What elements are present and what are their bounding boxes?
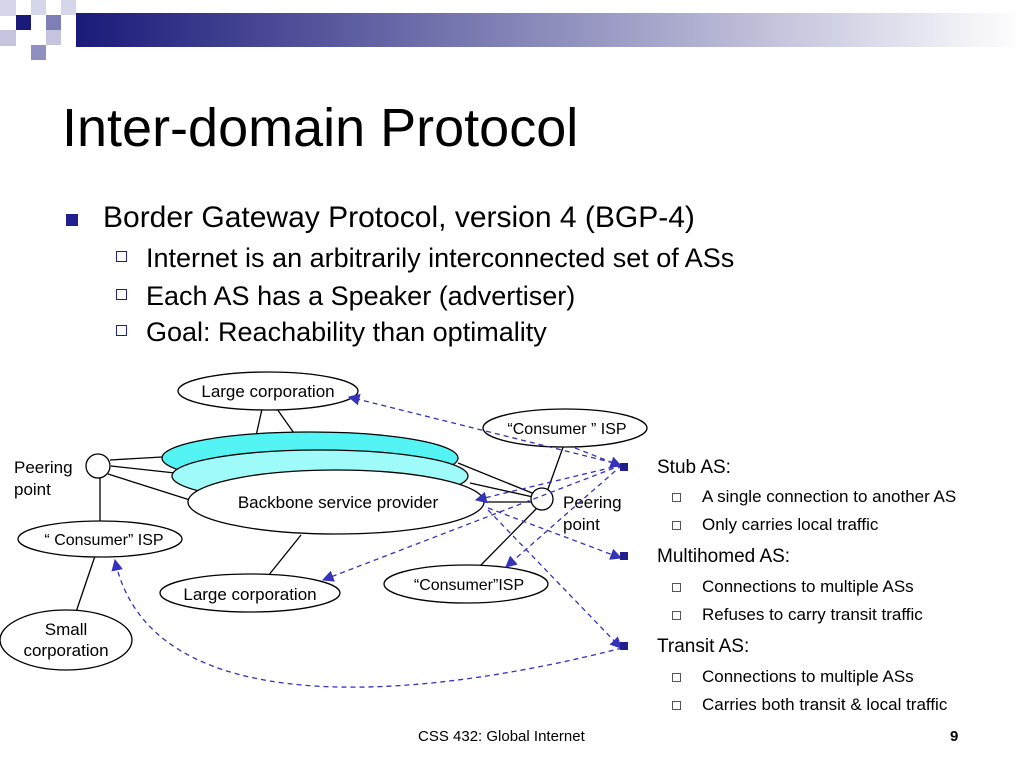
multihomed-arrow-backbone <box>474 464 623 504</box>
as-type-name: Transit AS: <box>657 636 750 657</box>
small-corporation-label: corporation <box>23 641 108 660</box>
backbone-service-provider <box>187 469 485 535</box>
consumer-isp-bottom-label: “Consumer”ISP <box>414 577 524 594</box>
transit-arrow-peering <box>487 509 622 649</box>
link-line <box>479 507 538 567</box>
sub-bullet-text: Goal: Reachability than optimality <box>146 317 547 347</box>
hollow-square-icon <box>116 251 127 262</box>
peering-point-left-label: point <box>14 480 51 499</box>
as-type-point-text: Connections to multiple ASs <box>702 667 914 686</box>
backbone-label: Backbone service provider <box>238 493 439 512</box>
peering-point-right-label: point <box>563 515 600 534</box>
hollow-square-icon <box>672 493 681 502</box>
backbone-layer-middle <box>171 449 469 503</box>
as-type-point-text: Carries both transit & local traffic <box>702 695 948 714</box>
link-line <box>547 438 567 490</box>
multihomed-arrow-isp <box>505 464 623 568</box>
link-line <box>255 408 263 437</box>
hollow-square-icon <box>672 583 681 592</box>
peering-point-left <box>85 453 111 479</box>
small-corporation <box>0 609 133 671</box>
main-bullet-text: Border Gateway Protocol, version 4 (BGP-… <box>103 201 695 234</box>
as-type-point-text: A single connection to another AS <box>702 487 957 506</box>
deco-square <box>31 0 46 15</box>
backbone-layer-top <box>161 431 459 485</box>
deco-square <box>46 30 61 45</box>
peering-point-right-label: Peering <box>563 493 622 512</box>
deco-square <box>31 45 46 60</box>
hollow-square-icon <box>672 611 681 620</box>
corner-decoration <box>0 0 1024 60</box>
slide-title: Inter-domain Protocol <box>62 98 579 158</box>
page-number: 9 <box>950 728 959 745</box>
link-line <box>457 462 543 498</box>
hollow-square-icon <box>116 325 127 336</box>
as-type-point-text: Refuses to carry transit traffic <box>702 605 923 624</box>
sub-bullet-text: Each AS has a Speaker (advertiser) <box>146 281 576 311</box>
stub-arrow-large-corp <box>347 393 623 466</box>
consumer-isp-bottom <box>383 564 549 604</box>
hollow-square-icon <box>672 701 681 710</box>
link-line <box>267 534 302 577</box>
bullet-square-icon <box>620 463 628 471</box>
stub-arrow-large-corp-bottom <box>321 464 623 582</box>
hollow-square-icon <box>672 673 681 682</box>
transit-arrow-consumer-isp-left <box>111 558 623 688</box>
peering-point-right <box>530 487 554 511</box>
deco-square <box>0 0 16 16</box>
large-corporation-top <box>177 371 359 411</box>
deco-square <box>16 15 31 30</box>
link-line <box>276 408 321 471</box>
large-corporation-top-label: Large corporation <box>201 382 334 401</box>
bullet-square-icon <box>620 642 628 650</box>
as-type-name: Stub AS: <box>657 457 731 478</box>
peering-point-left-label: Peering <box>14 458 73 477</box>
consumer-isp-left <box>17 520 183 558</box>
bullet-square-icon <box>66 214 78 226</box>
link-line <box>109 456 163 461</box>
large-corporation-bottom-label: Large corporation <box>183 585 316 604</box>
large-corporation-bottom <box>159 573 341 613</box>
as-type-point-text: Only carries local traffic <box>702 515 879 534</box>
link-line <box>110 465 176 474</box>
deco-square <box>61 0 76 15</box>
hollow-square-icon <box>672 521 681 530</box>
as-type-name: Multihomed AS: <box>657 546 791 567</box>
consumer-isp-left-label: “ Consumer” ISP <box>44 532 163 549</box>
hollow-square-icon <box>116 289 127 300</box>
consumer-isp-top <box>482 408 648 448</box>
sub-bullet-text: Internet is an arbitrarily interconnecte… <box>146 243 735 273</box>
bullet-square-icon <box>620 552 628 560</box>
link-line <box>107 473 191 501</box>
consumer-isp-top-label: “Consumer ” ISP <box>507 421 626 438</box>
footer-course: CSS 432: Global Internet <box>418 728 585 745</box>
link-line <box>75 555 96 613</box>
link-line <box>469 482 543 500</box>
deco-square <box>0 30 16 46</box>
transit-arrow-isp-top <box>574 447 623 468</box>
as-type-point-text: Connections to multiple ASs <box>702 577 914 596</box>
deco-square <box>46 15 61 30</box>
multihomed-arrow-peering <box>487 507 623 560</box>
header-gradient-bar <box>76 13 1024 47</box>
small-corporation-label: Small <box>45 620 88 639</box>
